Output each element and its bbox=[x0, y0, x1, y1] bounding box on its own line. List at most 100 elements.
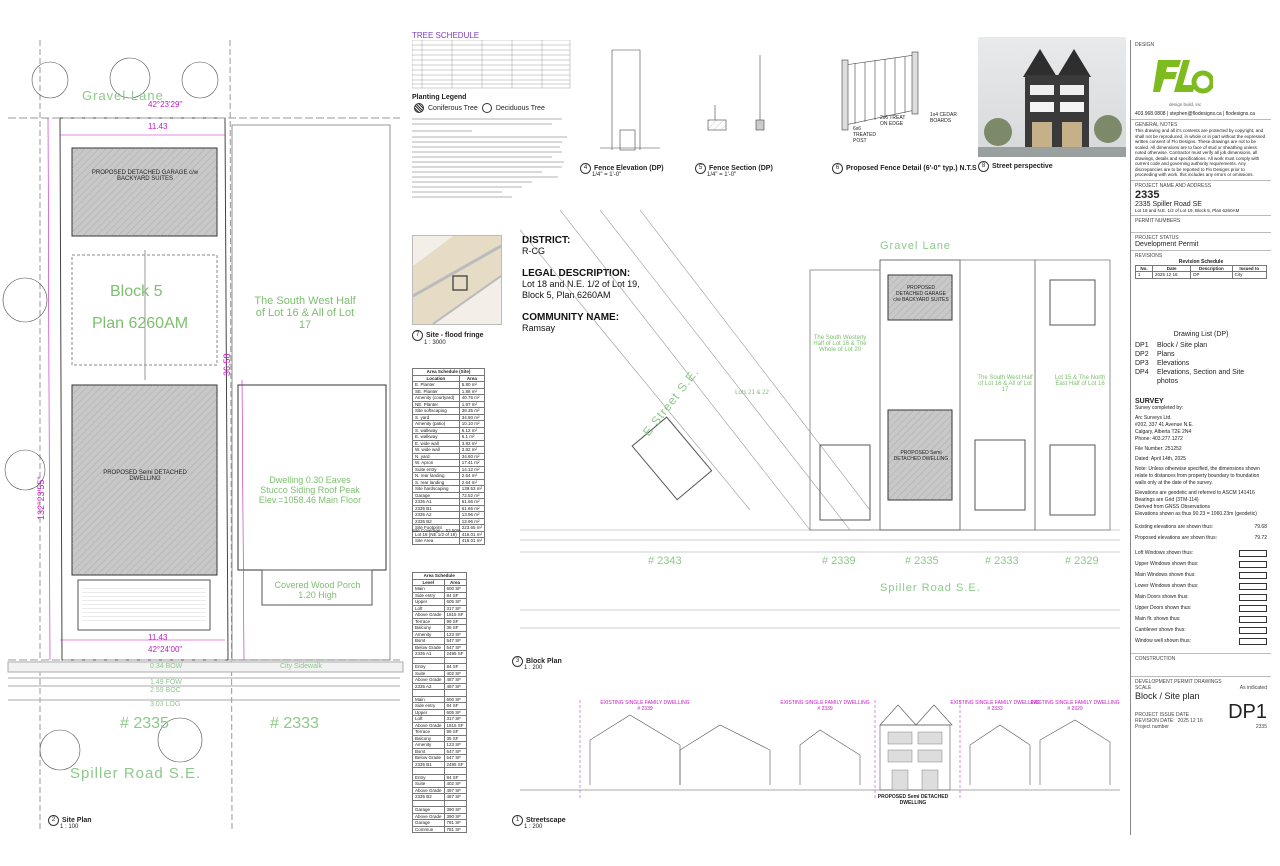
legend-item: Loft Windows shown thus: bbox=[1135, 548, 1267, 559]
rev-cell: City bbox=[1231, 271, 1268, 279]
flood-fringe-scale: 1 : 3000 bbox=[424, 340, 446, 346]
rev-cell: 1 bbox=[1135, 271, 1153, 279]
area-schedule-title: Area Schedule bbox=[412, 572, 467, 580]
table-cell: 1815 SF bbox=[443, 721, 467, 729]
block-address-5: # 2329 bbox=[1065, 555, 1099, 567]
revision-table: No. Date Description Issued to 1 2025 12… bbox=[1135, 264, 1268, 279]
flo-designs-logo bbox=[1153, 60, 1215, 94]
rev-cell: 2025 12 16 bbox=[1151, 271, 1192, 279]
survey-title: SURVEY bbox=[1135, 397, 1164, 405]
table-cell: 487 SF bbox=[443, 793, 467, 801]
deciduous-tree-icon bbox=[481, 103, 492, 113]
street-perspective-number: 8 bbox=[978, 161, 989, 172]
fence-elevation-scale: 1/4" = 1'-0" bbox=[592, 172, 622, 178]
table-cell: 600 SF bbox=[443, 695, 467, 703]
table-cell: 139.53 m² bbox=[458, 485, 486, 493]
site-plan-caption: 2 Site Plan bbox=[48, 815, 92, 826]
drawing-name: Elevations, Section and Site photos bbox=[1157, 368, 1245, 385]
fence-elevation-number: 4 bbox=[580, 163, 591, 174]
block-plan-caption: 3 Block Plan bbox=[512, 656, 562, 667]
fence-boards-label: 1x4 CEDAR BOARDS bbox=[930, 112, 957, 124]
street-perspective-caption: 8 Street perspective bbox=[978, 161, 1053, 172]
table-cell: Site Area bbox=[412, 537, 460, 545]
tree-schedule-table bbox=[412, 40, 571, 89]
streetscape-proposed: PROPOSED Semi DETACHED DWELLING bbox=[877, 794, 949, 806]
table-cell: 99 SF bbox=[443, 728, 467, 736]
project-address: 2335 Spiller Road SE bbox=[1135, 200, 1202, 208]
legend-swatch bbox=[1239, 560, 1267, 568]
block-plan-title: Block Plan bbox=[526, 658, 562, 665]
table-cell: 84 SF bbox=[443, 591, 467, 599]
fence-detail-caption: 6 Proposed Fence Detail (6'-0" typ.) N.T… bbox=[832, 163, 977, 174]
table-cell: 487 SF bbox=[443, 682, 467, 690]
survey-line: Elevations are geodetic and referred to … bbox=[1135, 489, 1255, 496]
block-address-1: # 2343 bbox=[648, 555, 682, 567]
project-number-row: Project number 2335 bbox=[1135, 724, 1267, 730]
garage-label: PROPOSED DETACHED GARAGE c/w BACKYARD SU… bbox=[91, 170, 199, 182]
deciduous-label: Deciduous Tree bbox=[495, 104, 545, 112]
survey-text: Survey completed by:Arc Surveys Ltd.#202… bbox=[1135, 405, 1267, 518]
survey-line: Survey completed by: bbox=[1135, 404, 1184, 411]
table-cell: Commun bbox=[412, 825, 445, 833]
streetscape-scale: 1 : 200 bbox=[524, 824, 543, 830]
block-plan-garage: PROPOSED DETACHED GARAGE c/w BACKYARD SU… bbox=[893, 285, 949, 303]
tree-schedule-title: TREE SCHEDULE bbox=[412, 31, 480, 40]
table-cell: 13.96 m² bbox=[458, 511, 486, 519]
survey-line: Bearings are Grid (3TM-114) bbox=[1135, 496, 1199, 503]
survey-line: Derived from GNSS Observations bbox=[1135, 503, 1211, 510]
table-row bbox=[412, 689, 467, 697]
streetscape-caption: 1 Streetscape bbox=[512, 815, 566, 826]
legend-swatch bbox=[1239, 637, 1267, 645]
fence-details-drawing bbox=[600, 49, 919, 151]
legend-swatch bbox=[1239, 626, 1267, 634]
streetscape-number: 1 bbox=[512, 815, 523, 826]
table-cell: 390 SF bbox=[443, 806, 467, 814]
title-block: DESIGN design build, inc 403.968.0808 | … bbox=[1130, 40, 1271, 835]
fow-label: 1.49 FOW bbox=[150, 679, 182, 686]
table-cell: 487 SF bbox=[443, 676, 467, 684]
table-row bbox=[412, 799, 467, 807]
survey-line: File Number: 251252 bbox=[1135, 445, 1182, 452]
drawing-name: Block / Site plan bbox=[1157, 341, 1208, 349]
revision-date-row: REVISION DATE: 2025 12 16 bbox=[1135, 718, 1203, 724]
table-cell: 402 SF bbox=[443, 669, 467, 677]
legend-swatch bbox=[1239, 604, 1267, 612]
table-cell: 2495 SF bbox=[443, 760, 467, 768]
dim-side: 36.58 bbox=[222, 353, 232, 376]
survey-line: Dated: April 14th, 2025 bbox=[1135, 455, 1186, 462]
fence-detail-number: 6 bbox=[832, 163, 843, 174]
table-cell: 605 SF bbox=[443, 708, 467, 716]
fence-post-label: 6x6 TREATED POST bbox=[853, 126, 876, 144]
table-cell: 781 SF bbox=[443, 825, 467, 833]
block-lot-4: Lots 21 & 22 bbox=[735, 390, 769, 396]
project-legal: Lot 18 and N.E. 1/2 of Lot 19, Block 5, … bbox=[1135, 207, 1240, 213]
bow-label: 0.34 BOW bbox=[150, 663, 183, 670]
legend-label: Loft Windows shown thus: bbox=[1135, 550, 1194, 556]
logo-tagline: design build, inc bbox=[1169, 102, 1202, 107]
block-plan-road: Spiller Road S.E. bbox=[880, 582, 981, 594]
block-address-4: # 2333 bbox=[985, 555, 1019, 567]
table-cell: Amenity (courtyard) bbox=[412, 394, 460, 402]
legend-item: Main Windows shown thus: bbox=[1135, 570, 1267, 581]
